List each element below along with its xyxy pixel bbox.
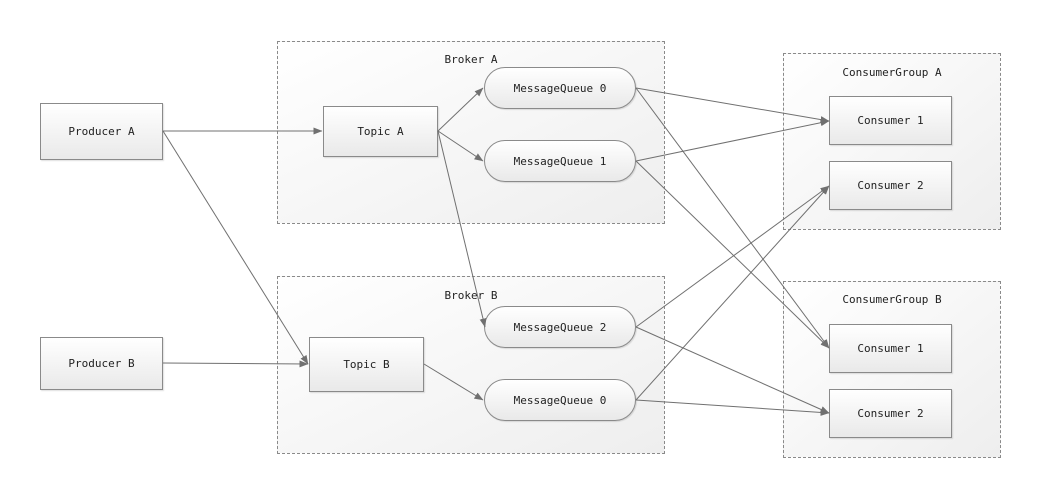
topic-b-box: Topic B bbox=[309, 337, 424, 392]
broker-b-message-queue-0: MessageQueue 0 bbox=[484, 379, 636, 421]
group-b-consumer-1: Consumer 1 bbox=[829, 324, 952, 373]
group-a-consumer-1-label: Consumer 1 bbox=[857, 114, 924, 127]
group-b-consumer-2: Consumer 2 bbox=[829, 389, 952, 438]
broker-b-message-queue-0-label: MessageQueue 0 bbox=[513, 393, 607, 407]
producer-b-label: Producer B bbox=[68, 357, 135, 370]
topic-b-label: Topic B bbox=[343, 358, 390, 371]
producer-a-box: Producer A bbox=[40, 103, 163, 160]
consumer-group-b-title: ConsumerGroup B bbox=[842, 293, 942, 306]
group-a-consumer-2: Consumer 2 bbox=[829, 161, 952, 210]
group-a-consumer-2-label: Consumer 2 bbox=[857, 179, 924, 192]
consumer-group-a-title: ConsumerGroup A bbox=[842, 66, 942, 79]
broker-a-message-queue-1: MessageQueue 1 bbox=[484, 140, 636, 182]
broker-b-title: Broker B bbox=[444, 289, 498, 302]
group-b-consumer-1-label: Consumer 1 bbox=[857, 342, 924, 355]
topic-a-label: Topic A bbox=[357, 125, 404, 138]
broker-a-title: Broker A bbox=[444, 53, 498, 66]
broker-b-message-queue-2-label: MessageQueue 2 bbox=[513, 320, 607, 334]
broker-a-message-queue-0-label: MessageQueue 0 bbox=[513, 81, 607, 95]
group-a-consumer-1: Consumer 1 bbox=[829, 96, 952, 145]
broker-a-message-queue-0: MessageQueue 0 bbox=[484, 67, 636, 109]
producer-b-box: Producer B bbox=[40, 337, 163, 390]
producer-a-label: Producer A bbox=[68, 125, 135, 138]
group-b-consumer-2-label: Consumer 2 bbox=[857, 407, 924, 420]
broker-a-message-queue-1-label: MessageQueue 1 bbox=[513, 154, 607, 168]
topic-a-box: Topic A bbox=[323, 106, 438, 157]
broker-b-message-queue-2: MessageQueue 2 bbox=[484, 306, 636, 348]
